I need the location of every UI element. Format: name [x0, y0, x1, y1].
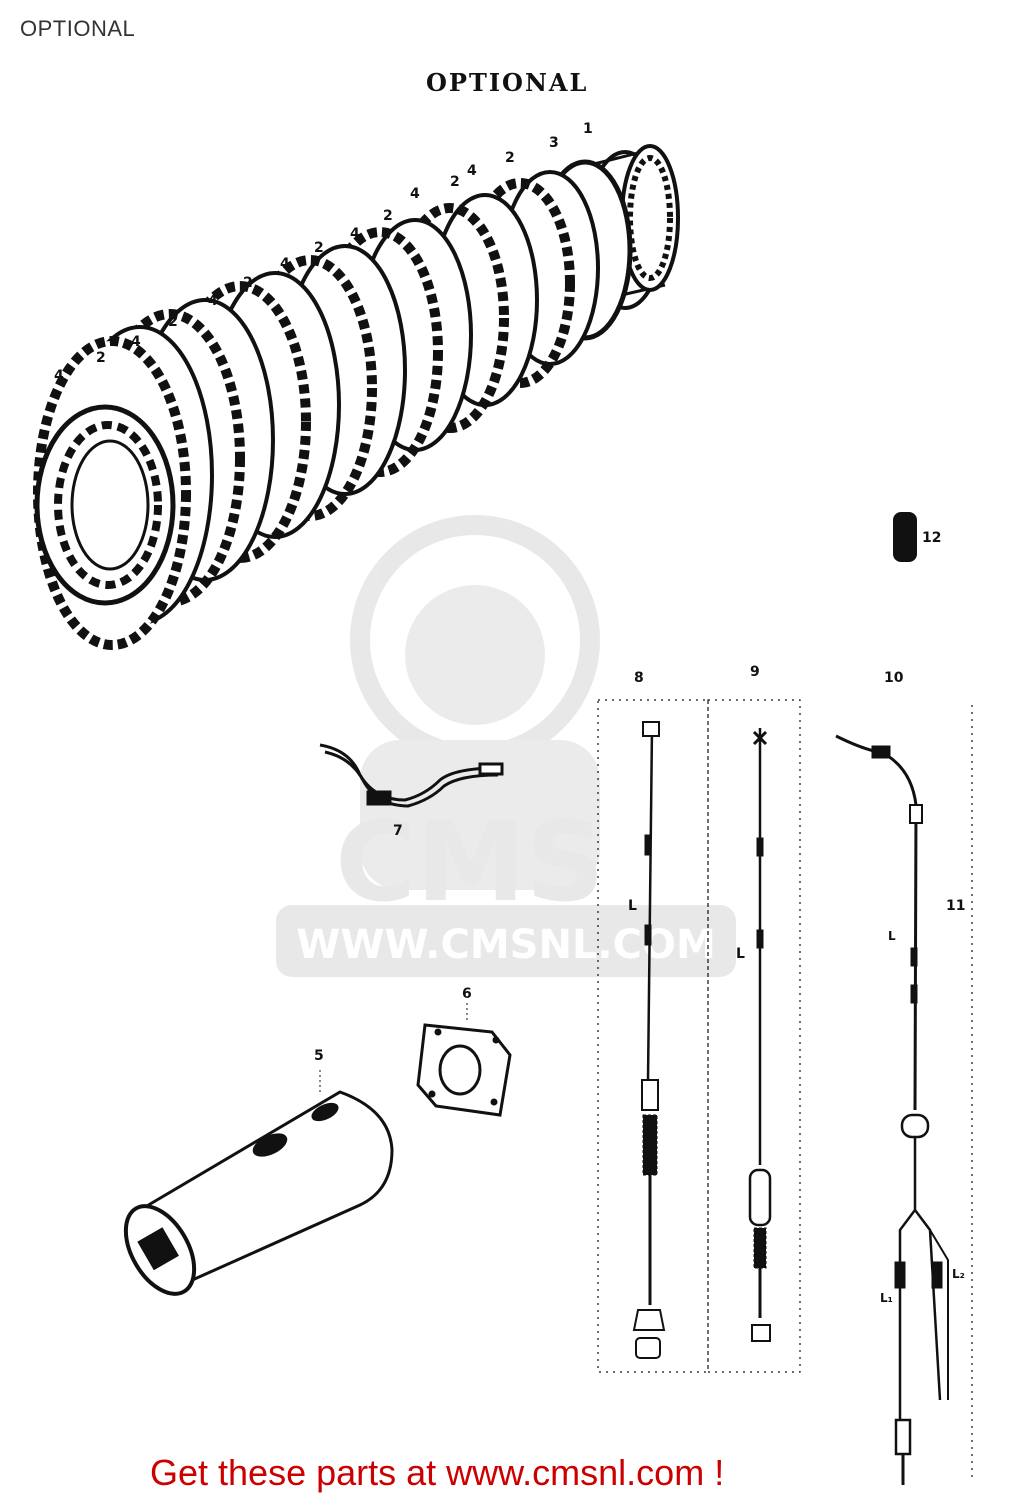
get-parts-link[interactable]: Get these parts at www.cmsnl.com !	[150, 1452, 725, 1493]
callout-8: 8	[634, 670, 644, 686]
part-10-11-throttle-cable: 10 11 L L₁ L₂	[835, 670, 973, 1485]
part-9-cable: 9 L	[707, 664, 801, 1373]
callout-4: 4	[410, 186, 420, 202]
callout-11-length: L	[888, 929, 896, 943]
front-clutch-plate	[34, 404, 176, 606]
callout-7: 7	[393, 823, 403, 839]
callout-11-length-l1: L₁	[880, 1291, 893, 1305]
callout-4: 4	[467, 163, 477, 179]
callout-4: 4	[280, 256, 290, 272]
callout-2: 2	[505, 150, 515, 166]
diagram-title: OPTIONAL	[426, 68, 589, 97]
callout-10: 10	[884, 670, 904, 686]
callout-11: 11	[946, 898, 965, 914]
watermark-url: WWW.CMSNL.COM	[296, 922, 716, 968]
watermark: CMS WWW.CMSNL.COM	[276, 515, 736, 977]
front-plate-bore	[70, 439, 150, 571]
callout-9-length: L	[736, 946, 745, 962]
callout-4: 4	[208, 293, 218, 309]
clutch-callouts: 1 3 2 4 2 4 2 4 2 4 2 4 2 4 2 4	[54, 121, 593, 384]
watermark-mascot	[350, 515, 600, 890]
part-7-wire: 7	[319, 743, 504, 839]
page-label: OPTIONAL	[20, 16, 136, 41]
friction-plate	[243, 255, 377, 521]
callout-2: 2	[96, 350, 106, 366]
watermark-banner	[276, 905, 736, 977]
callout-4: 4	[54, 368, 64, 384]
watermark-brand: CMS	[335, 798, 604, 926]
callout-4: 4	[131, 334, 141, 350]
part-12-cap: 12	[893, 512, 941, 562]
callout-3: 3	[549, 135, 559, 151]
callout-2: 2	[243, 275, 253, 291]
front-plate-inner-ring	[54, 421, 162, 589]
callout-2: 2	[314, 240, 324, 256]
part-6-gasket: 6	[416, 986, 512, 1117]
callout-6: 6	[462, 986, 472, 1002]
callout-5: 5	[314, 1048, 324, 1064]
callout-4: 4	[350, 226, 360, 242]
callout-2: 2	[168, 314, 178, 330]
clutch-plate-stack	[33, 144, 680, 650]
callout-8-length: L	[628, 898, 637, 914]
callout-11-length-l2: L₂	[952, 1267, 965, 1281]
callout-1: 1	[583, 121, 593, 137]
part-8-cable: 8 L	[597, 670, 709, 1373]
part-5-sleeve: 5	[123, 1048, 394, 1296]
callout-2: 2	[450, 174, 460, 190]
callout-12: 12	[922, 530, 941, 546]
callout-9: 9	[750, 664, 760, 680]
callout-2: 2	[383, 208, 393, 224]
